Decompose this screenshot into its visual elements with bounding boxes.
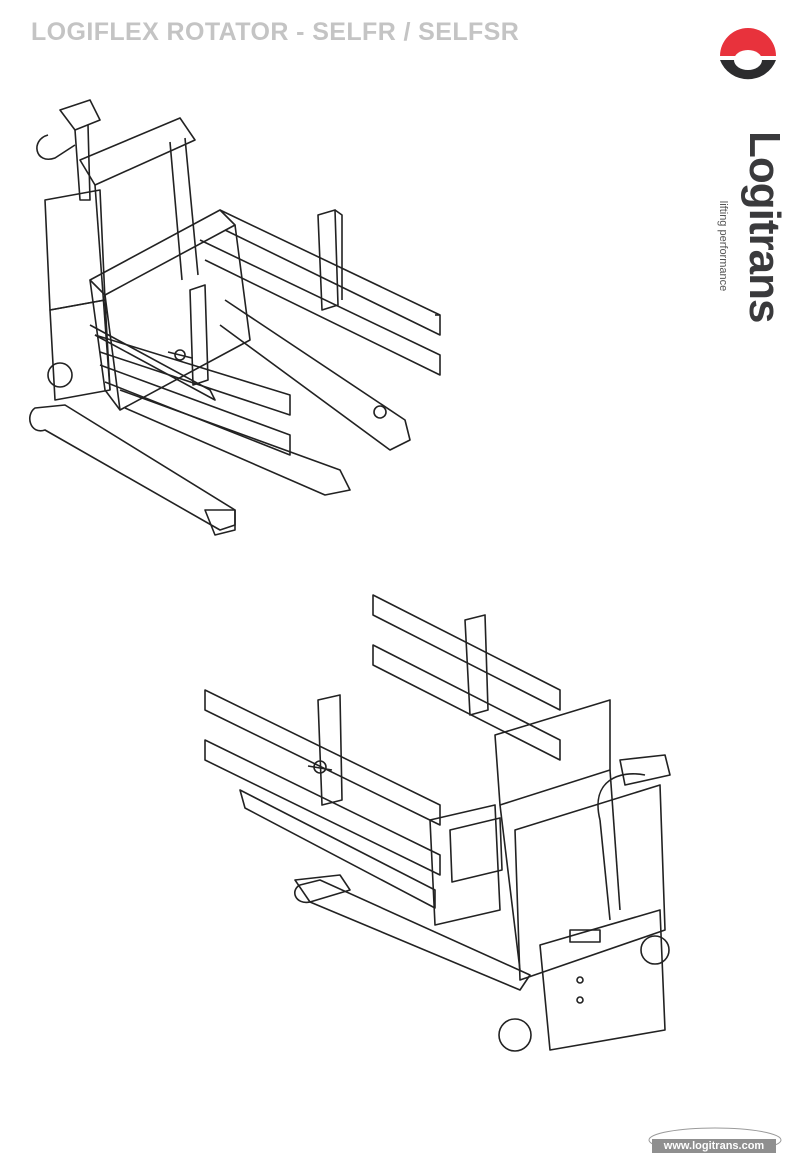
logo-wordmark: Logitrans <box>740 131 789 323</box>
rotator-stacker-rear-icon <box>204 594 671 1052</box>
logo-mark-icon <box>720 28 776 80</box>
logitrans-logo <box>712 18 782 318</box>
rotator-rear-illustration <box>200 590 680 1070</box>
logo-tagline: lifting performance <box>717 200 729 292</box>
rotator-front-illustration <box>20 90 460 550</box>
document-title: LOGIFLEX ROTATOR - SELFR / SELFSR <box>31 18 520 46</box>
rotator-stacker-front-icon <box>29 99 441 536</box>
website-link[interactable]: www.logitrans.com <box>652 1139 776 1153</box>
